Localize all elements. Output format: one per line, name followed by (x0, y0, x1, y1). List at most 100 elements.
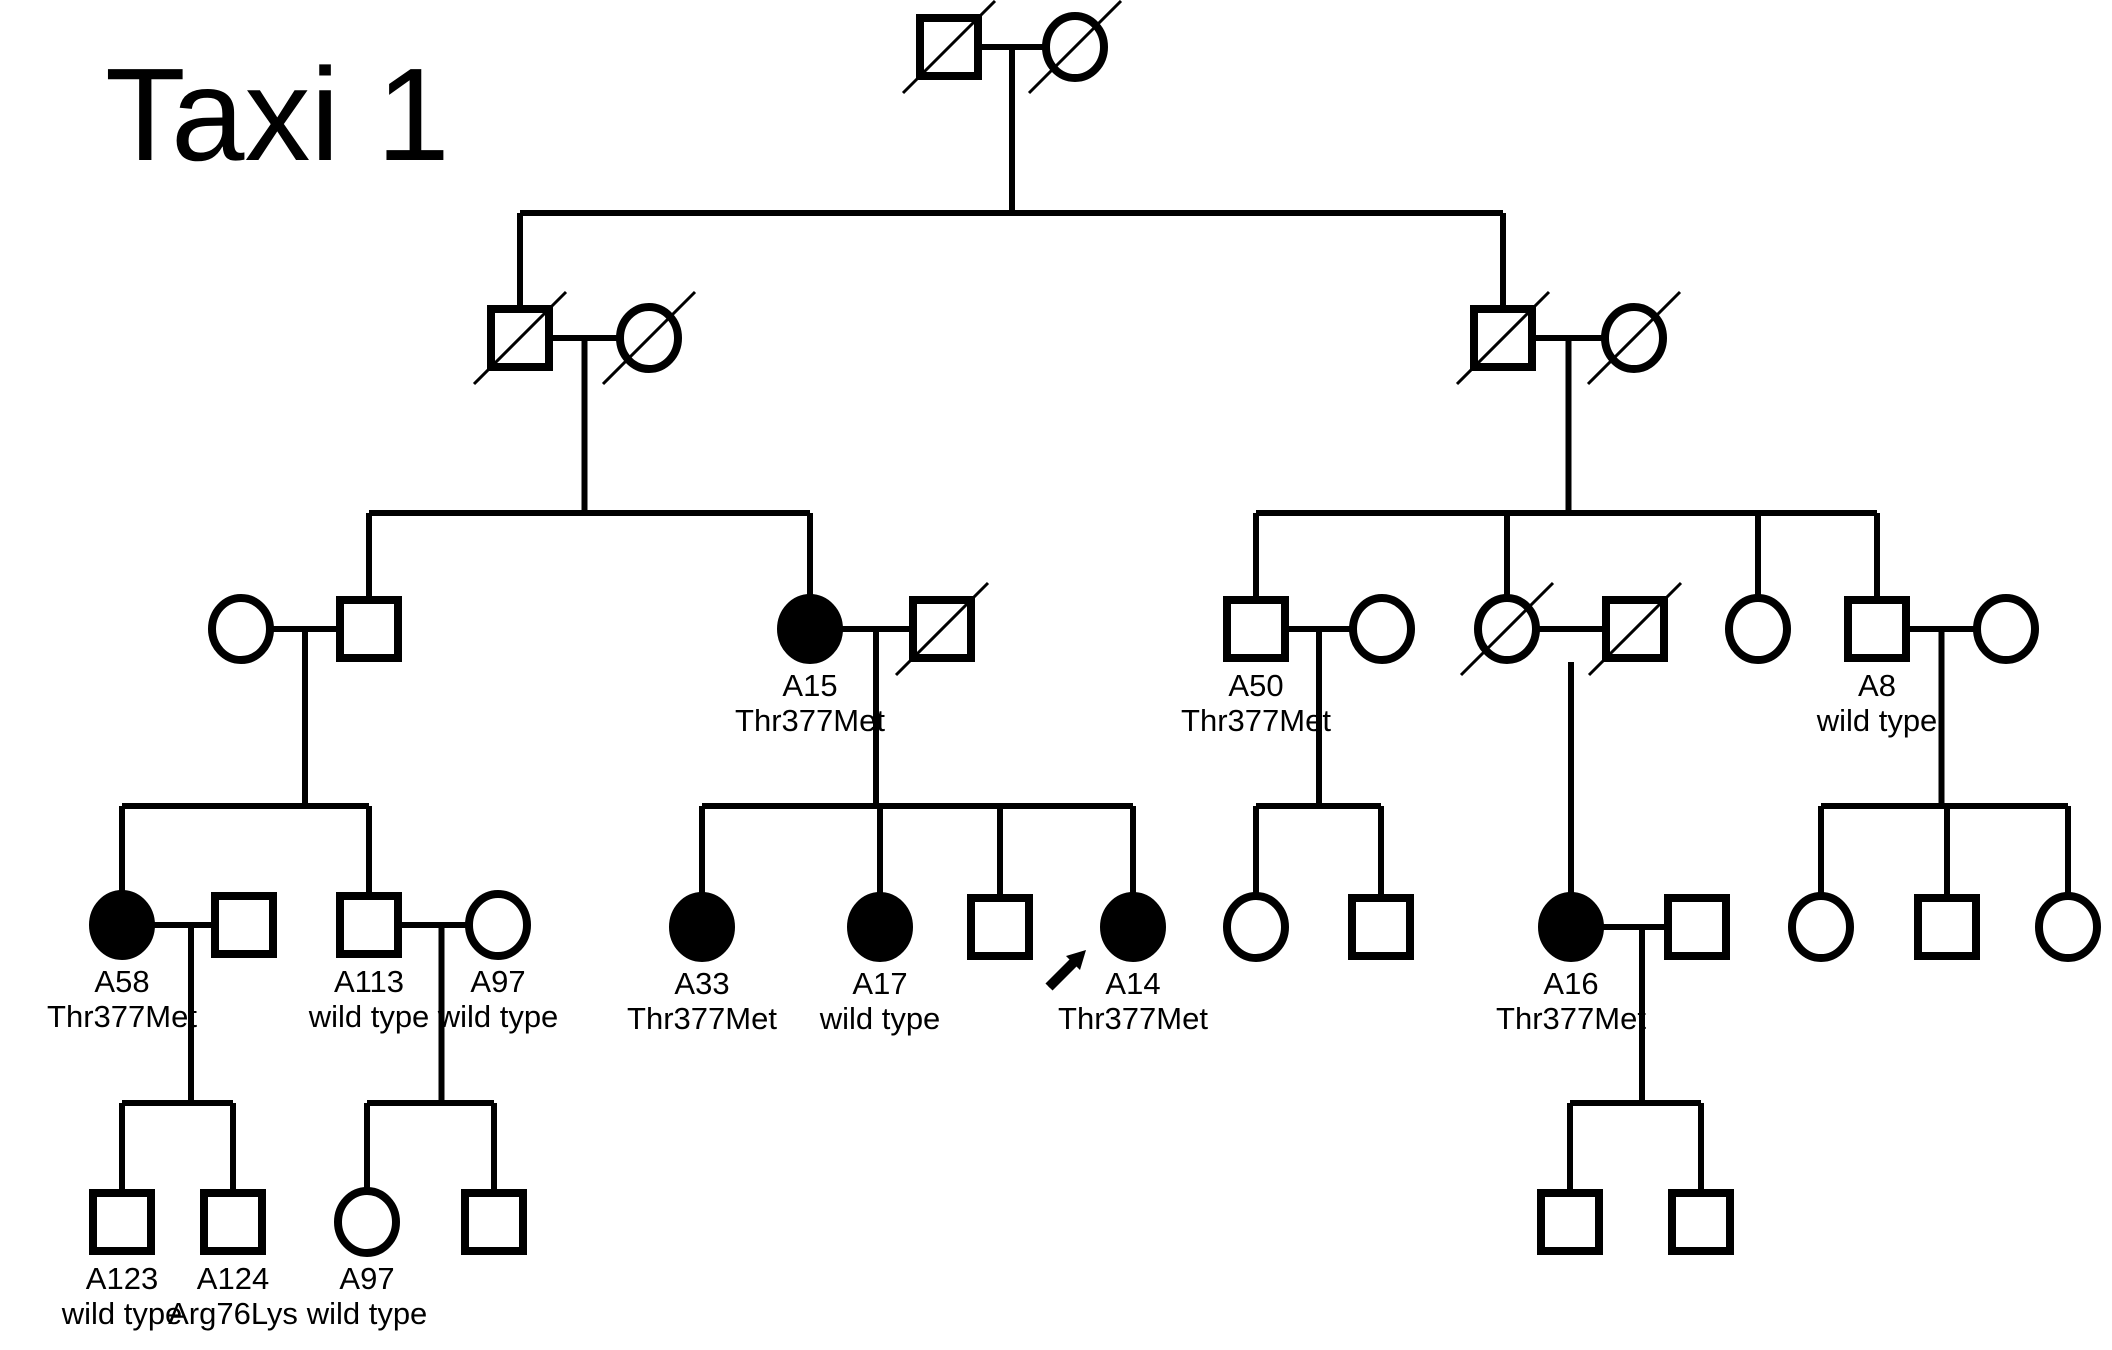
genotype-label: wild type (306, 1296, 428, 1331)
female-individual-III-11 (1973, 594, 2039, 664)
male-square-icon (336, 892, 402, 958)
male-individual-III-2 (336, 596, 402, 662)
female-individual-III-6 (1349, 594, 1415, 664)
individual-id-label: A97 (339, 1261, 394, 1296)
genotype-label: Thr377Met (627, 1001, 777, 1036)
individual-id-label: A113 (334, 964, 404, 999)
female-circle-icon (334, 1187, 400, 1257)
genotype-label: Thr377Met (47, 999, 197, 1034)
male-individual-IV-14 (1914, 894, 1980, 960)
male-square-icon (89, 1189, 155, 1255)
female-circle-icon (2035, 892, 2101, 962)
proband-arrow-icon (1045, 950, 1086, 991)
male-individual-IV-12 (1664, 894, 1730, 960)
deceased-slash-icon (472, 290, 568, 386)
male-individual-III-8 (1587, 581, 1683, 677)
pedigree-individuals (89, 0, 2101, 1257)
female-circle-icon (777, 594, 843, 664)
female-individual-IV-11 (1538, 892, 1604, 962)
male-individual-V-5 (1537, 1189, 1603, 1255)
genotype-label: Thr377Met (1496, 1001, 1646, 1036)
male-square-icon (1348, 894, 1414, 960)
male-individual-IV-3 (336, 892, 402, 958)
female-circle-icon (89, 890, 155, 960)
female-circle-icon (1538, 892, 1604, 962)
deceased-slash-icon (1459, 581, 1555, 677)
male-square-icon (1668, 1189, 1734, 1255)
male-individual-V-6 (1668, 1189, 1734, 1255)
female-circle-icon (208, 594, 274, 664)
male-individual-II-1 (472, 290, 568, 386)
male-individual-III-4 (894, 581, 990, 677)
female-circle-icon (1223, 892, 1289, 962)
individual-id-label: A8 (1858, 668, 1896, 703)
male-square-icon (1664, 894, 1730, 960)
male-individual-IV-10 (1348, 894, 1414, 960)
deceased-slash-icon (901, 0, 997, 95)
genotype-label: Arg76Lys (168, 1296, 298, 1331)
individual-id-label: A58 (94, 964, 149, 999)
deceased-slash-icon (1586, 290, 1682, 386)
female-circle-icon (1100, 892, 1166, 962)
female-individual-II-2 (601, 290, 697, 386)
male-individual-IV-2 (211, 892, 277, 958)
female-individual-IV-1 (89, 890, 155, 960)
female-circle-icon (1973, 594, 2039, 664)
male-square-icon (1537, 1189, 1603, 1255)
female-circle-icon (669, 892, 735, 962)
individual-id-label: A124 (197, 1261, 269, 1296)
deceased-slash-icon (894, 581, 990, 677)
female-individual-IV-9 (1223, 892, 1289, 962)
individual-id-label: A14 (1105, 966, 1160, 1001)
female-circle-icon (1725, 594, 1791, 664)
male-square-icon (336, 596, 402, 662)
male-individual-III-10 (1844, 596, 1910, 662)
male-square-icon (1223, 596, 1289, 662)
male-square-icon (1844, 596, 1910, 662)
genotype-label: wild type (819, 1001, 941, 1036)
male-square-icon (1914, 894, 1980, 960)
male-square-icon (967, 894, 1033, 960)
genotype-label: wild type (437, 999, 559, 1034)
male-individual-I-1 (901, 0, 997, 95)
pedigree-lines (119, 44, 2071, 1193)
individual-id-label: A97 (470, 964, 525, 999)
female-individual-III-1 (208, 594, 274, 664)
female-circle-icon (847, 892, 913, 962)
female-individual-IV-15 (2035, 892, 2101, 962)
male-square-icon (211, 892, 277, 958)
female-individual-III-9 (1725, 594, 1791, 664)
male-individual-V-2 (200, 1189, 266, 1255)
male-square-icon (200, 1189, 266, 1255)
individual-id-label: A123 (86, 1261, 158, 1296)
female-circle-icon (1788, 892, 1854, 962)
male-square-icon (461, 1189, 527, 1255)
male-individual-V-1 (89, 1189, 155, 1255)
male-individual-IV-7 (967, 894, 1033, 960)
genotype-label: wild type (61, 1296, 183, 1331)
female-individual-IV-6 (847, 892, 913, 962)
individual-id-label: A16 (1543, 966, 1598, 1001)
female-individual-IV-8 (1100, 892, 1166, 962)
female-individual-III-7 (1459, 581, 1555, 677)
genotype-label: Thr377Met (1181, 703, 1331, 738)
female-individual-IV-5 (669, 892, 735, 962)
female-individual-IV-4 (465, 890, 531, 960)
male-individual-V-4 (461, 1189, 527, 1255)
pedigree-title: Taxi 1 (105, 41, 450, 188)
deceased-slash-icon (1027, 0, 1123, 95)
female-circle-icon (465, 890, 531, 960)
male-individual-II-3 (1455, 290, 1551, 386)
male-individual-III-5 (1223, 596, 1289, 662)
individual-id-label: A15 (782, 668, 837, 703)
female-individual-II-4 (1586, 290, 1682, 386)
individual-id-label: A33 (674, 966, 729, 1001)
female-individual-III-3 (777, 594, 843, 664)
deceased-slash-icon (1587, 581, 1683, 677)
deceased-slash-icon (1455, 290, 1551, 386)
individual-id-label: A17 (852, 966, 907, 1001)
individual-id-label: A50 (1228, 668, 1283, 703)
female-individual-I-2 (1027, 0, 1123, 95)
